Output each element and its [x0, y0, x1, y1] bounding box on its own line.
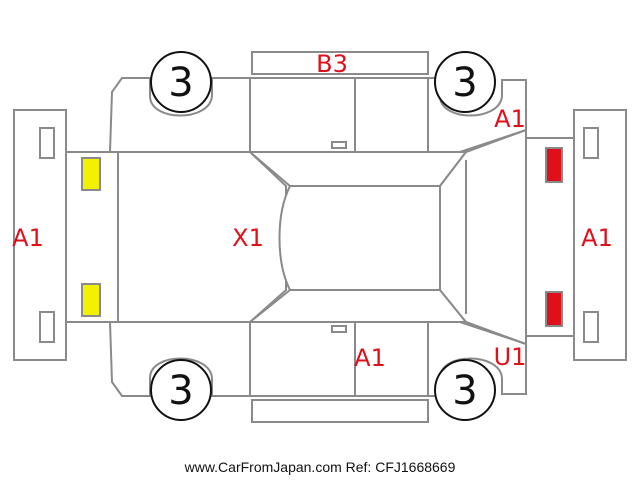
damage-code-right-bumper: A1: [581, 224, 613, 252]
wheel-rear-top-value: 3: [452, 60, 477, 106]
wheel-rear-bottom: 3: [434, 359, 496, 421]
damage-code-left-bumper: A1: [12, 224, 44, 252]
headlight-bottom: [81, 283, 101, 317]
bottom-rocker-panel: [251, 399, 429, 423]
wheel-rear-bottom-value: 3: [452, 368, 477, 414]
roof: [278, 185, 441, 291]
bottom-doors: [249, 321, 429, 397]
rear-deck: [439, 128, 527, 346]
rear-window: [247, 289, 469, 323]
front-bumper-clip-top: [39, 127, 55, 159]
reference-footer: www.CarFromJapan.com Ref: CFJ1668669: [184, 459, 456, 475]
front-bumper-clip-bottom: [39, 311, 55, 343]
wheel-front-top-value: 3: [168, 60, 193, 106]
wheel-front-bottom-value: 3: [168, 368, 193, 414]
top-side-profile: [108, 77, 251, 153]
top-rocker-panel: [251, 51, 429, 75]
damage-code-bottom-right: U1: [494, 343, 527, 371]
rear-bumper-clip-bottom: [583, 311, 599, 343]
taillight-bottom: [545, 291, 563, 327]
front-bumper: [13, 109, 67, 361]
top-doors: [249, 77, 429, 153]
rear-bumper-clip-top: [583, 127, 599, 159]
wheel-front-top: 3: [150, 51, 212, 113]
damage-code-bottom-center: A1: [354, 344, 386, 372]
bottom-side-profile: [108, 321, 251, 397]
wheel-rear-top: 3: [434, 51, 496, 113]
damage-code-center: X1: [232, 224, 264, 252]
tail-panel: [525, 137, 575, 337]
wheel-front-bottom: 3: [150, 359, 212, 421]
taillight-top: [545, 147, 563, 183]
headlight-top: [81, 157, 101, 191]
windshield: [247, 151, 469, 187]
damage-code-top-right: A1: [494, 105, 526, 133]
damage-code-top-center: B3: [316, 50, 348, 78]
